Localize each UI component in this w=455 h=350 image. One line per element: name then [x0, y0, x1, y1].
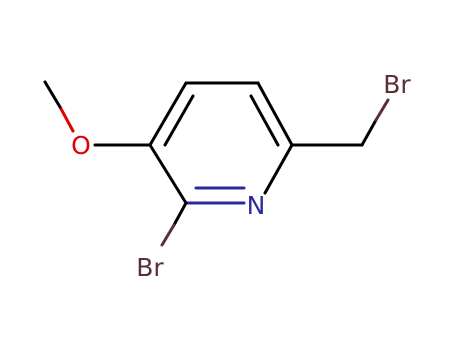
- bond-c2-bromine-colored: [160, 223, 176, 247]
- ring-bond-c2-c3: [148, 143, 188, 205]
- ring-bond-c5-c6: [256, 81, 294, 147]
- bond-oxygen-methyl-red: [58, 105, 75, 133]
- atom-label-bromine-bottom: Br: [136, 253, 164, 282]
- substituent-bonds: [43, 80, 390, 247]
- ring-bond-c6-n: [263, 143, 294, 195]
- atom-label-nitrogen: N: [247, 191, 266, 220]
- bond-methylene-bromine-black: [360, 118, 378, 147]
- bond-methylene-bromine-colored: [374, 98, 390, 122]
- ring-bond-c5-c6-inner: [249, 94, 280, 147]
- bond-oxygen-methyl-black: [43, 80, 62, 109]
- ring-bond-c3-c4: [148, 81, 188, 147]
- ring-bonds: [148, 81, 294, 205]
- bond-c2-bromine-black: [172, 201, 188, 227]
- atom-label-bromine-top: Br: [383, 70, 411, 99]
- atom-label-oxygen: O: [71, 131, 91, 160]
- ring-bond-c3-c4-inner: [163, 94, 195, 147]
